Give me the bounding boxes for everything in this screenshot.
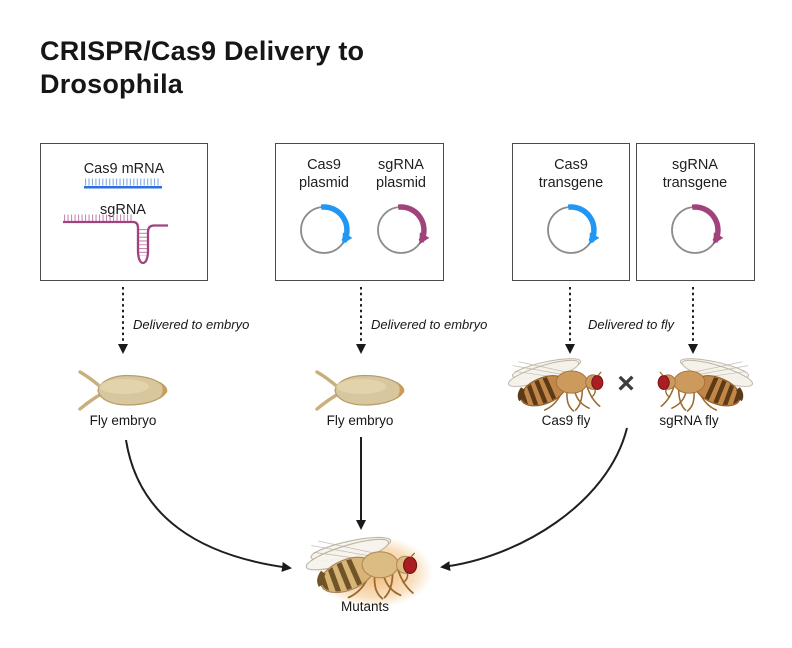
converge-arrow-left-icon: [125, 439, 292, 572]
cross-symbol: ×: [617, 367, 635, 400]
box-cas9-transgene: [512, 143, 630, 281]
sgrna-plasmid-icon: [377, 204, 430, 254]
title-line-1: CRISPR/Cas9 Delivery to: [40, 36, 365, 66]
sgrna-transgene-icon: [671, 204, 724, 254]
cas9-transgene-label: Cas9 transgene: [538, 157, 604, 191]
box-sgrna-transgene: [636, 143, 755, 281]
sgrna-hairpin-icon: [63, 214, 168, 265]
title-line-2: Drosophila: [40, 69, 184, 99]
delivered-to-embryo-label-1: Delivered to embryo: [133, 317, 250, 332]
box-rna-components: [40, 143, 208, 281]
sgrna-fly-icon: [640, 354, 756, 414]
fly-embryo-caption-1: Fly embryo: [89, 413, 157, 428]
converge-arrow-right-icon: [440, 427, 628, 572]
mutants-caption: Mutants: [340, 599, 390, 614]
cas9-mrna-icon: [84, 178, 162, 189]
cas9-fly-icon: [505, 354, 621, 414]
delivered-to-embryo-label-2: Delivered to embryo: [371, 317, 488, 332]
cas9-fly-caption: Cas9 fly: [541, 413, 591, 428]
cas9-transgene-icon: [547, 204, 600, 254]
fly-embryo-icon-1: [77, 367, 169, 413]
cas9-plasmid-label: Cas9 plasmid: [299, 157, 349, 191]
delivered-to-fly-label: Delivered to fly: [588, 317, 674, 332]
sgrna-fly-caption: sgRNA fly: [659, 413, 719, 428]
page-title: CRISPR/Cas9 Delivery to Drosophila: [40, 35, 364, 101]
cas9-plasmid-icon: [300, 204, 353, 254]
sgrna-label: sgRNA: [100, 202, 146, 218]
fly-embryo-caption-2: Fly embryo: [326, 413, 394, 428]
sgrna-transgene-label: sgRNA transgene: [662, 157, 728, 191]
mutant-fly-icon: [302, 532, 438, 602]
cas9-mrna-label: Cas9 mRNA: [83, 161, 165, 177]
fly-embryo-icon-2: [314, 367, 406, 413]
sgrna-plasmid-label: sgRNA plasmid: [376, 157, 426, 191]
